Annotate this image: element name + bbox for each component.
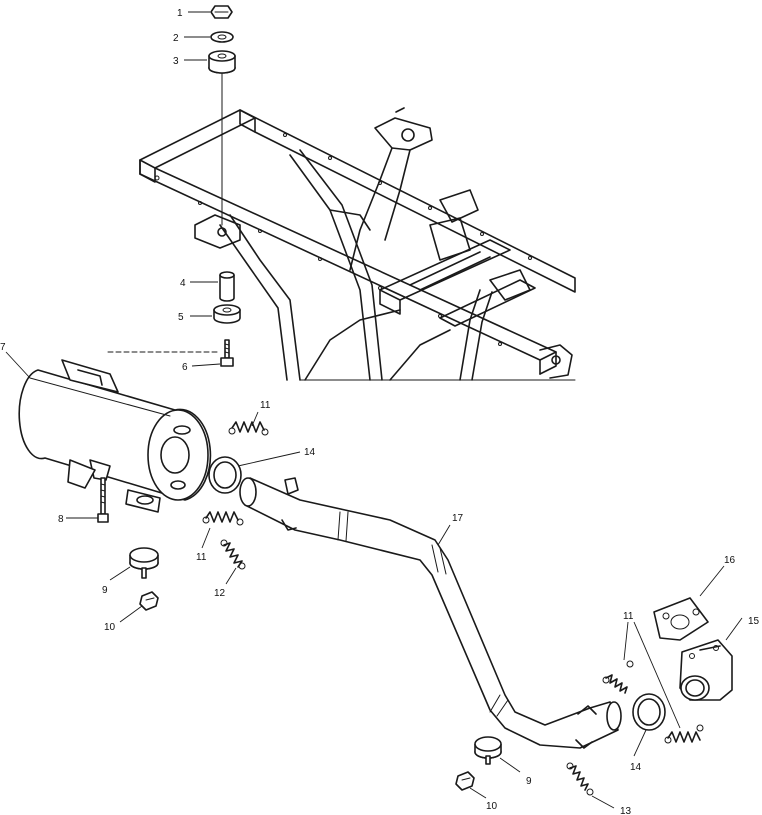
muffler-part-7	[18, 359, 212, 513]
spring-part-11-right	[664, 724, 704, 744]
callout-9-left: 9	[102, 585, 108, 596]
seal-part-14-muffler	[208, 456, 242, 494]
callout-14-upper: 14	[304, 447, 316, 458]
mount-isolator-part-9-left	[129, 547, 159, 579]
callout-11-upper: 11	[260, 400, 271, 411]
grommet-part-3	[208, 50, 236, 74]
spring-part-13	[566, 762, 594, 796]
nut-part-10-left	[139, 591, 159, 611]
bolt-part-6	[220, 339, 234, 367]
callout-labels: 1 2 3 4 5 6 7 8 9 9 10 10 11 11 11 12 13…	[0, 8, 760, 815]
callout-10-right: 10	[486, 801, 498, 812]
callout-11-middle: 11	[196, 552, 207, 563]
bolt-part-8	[97, 477, 109, 523]
exhaust-header-part-15	[679, 639, 733, 701]
callout-14-lower: 14	[630, 762, 642, 773]
callout-5: 5	[178, 312, 184, 323]
callout-4: 4	[180, 278, 186, 289]
gasket-part-16	[653, 597, 709, 641]
exhaust-pipe-part-17	[239, 477, 622, 749]
callout-2: 2	[173, 33, 179, 44]
leader-lines	[5, 11, 743, 809]
spring-part-11-middle	[202, 511, 244, 526]
mount-isolator-part-9-right	[474, 736, 502, 765]
callout-3: 3	[173, 56, 179, 67]
spring-part-11-lower	[602, 660, 634, 694]
callout-10-left: 10	[104, 622, 116, 633]
spacer-part-4	[219, 271, 235, 302]
spring-part-12	[220, 539, 246, 570]
callout-12: 12	[214, 588, 226, 599]
callout-7: 7	[0, 342, 6, 353]
vehicle-frame	[139, 107, 576, 381]
callout-6: 6	[182, 362, 188, 373]
callout-16: 16	[724, 555, 736, 566]
callout-15: 15	[748, 616, 760, 627]
callout-13: 13	[620, 806, 632, 815]
washer-part-2	[210, 31, 234, 43]
callout-17: 17	[452, 513, 464, 524]
nut-part-10-right	[455, 771, 475, 791]
callout-8: 8	[58, 514, 64, 525]
callout-1: 1	[177, 8, 183, 19]
grommet-part-5	[213, 304, 241, 324]
callout-11-lower: 11	[623, 611, 634, 622]
callout-9-right: 9	[526, 776, 532, 787]
nut-part-1	[210, 5, 233, 19]
spring-part-11-upper	[228, 421, 269, 436]
seal-part-14-header	[632, 693, 666, 731]
